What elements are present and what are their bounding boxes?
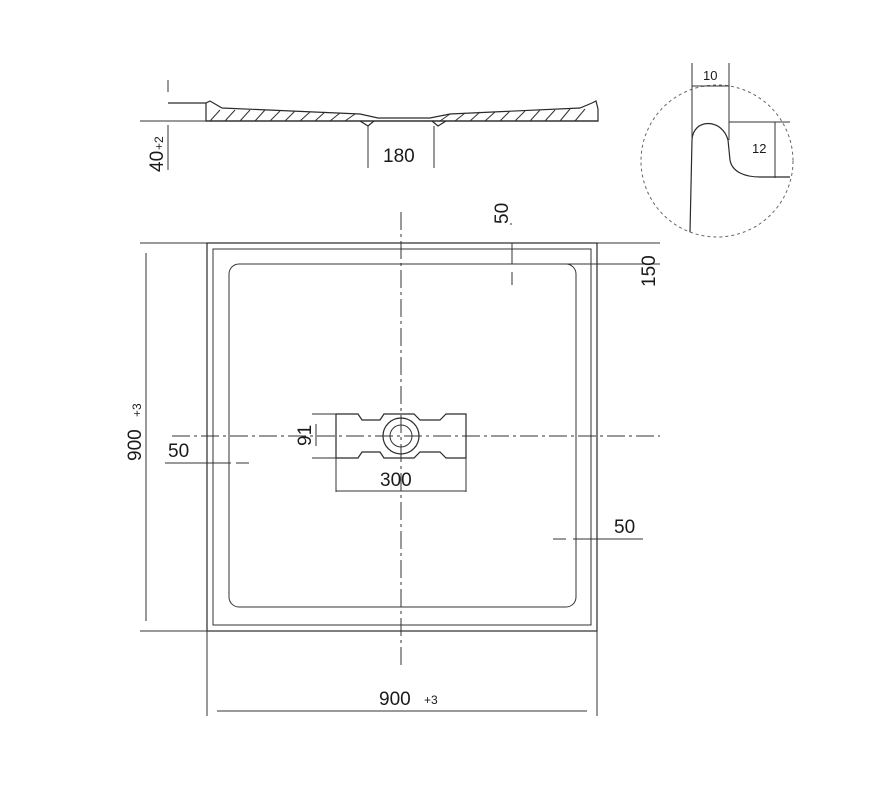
drain-height-label: 91 [295,425,316,446]
drain-width-label: 300 [380,470,412,491]
profile-hatching [209,108,586,122]
side-tolerance: +3 [130,403,144,417]
side-profile-view [140,80,599,170]
detail-width-label: 10 [703,68,717,83]
height-label: 40 [147,151,168,172]
drain-section-label: 180 [383,146,415,167]
top-offset-label: 50 [492,203,513,224]
bottom-length-dimension [206,631,598,716]
side-length-dimension [140,242,207,632]
top-offset-dimension [510,223,513,285]
bottom-tolerance: +3 [424,693,438,707]
plan-view [172,212,660,665]
left-offset-label: 50 [168,441,189,462]
drain-channel [312,413,467,492]
bottom-length-label: 900 [379,689,411,710]
edge-detail-view [640,63,794,238]
height-tolerance: +2 [152,136,166,150]
corner-offset-dimension [512,242,660,265]
detail-depth-label: 12 [752,141,766,156]
corner-offset-label: 150 [639,255,660,287]
side-length-label: 900 [125,429,146,461]
right-offset-label: 50 [614,517,635,538]
